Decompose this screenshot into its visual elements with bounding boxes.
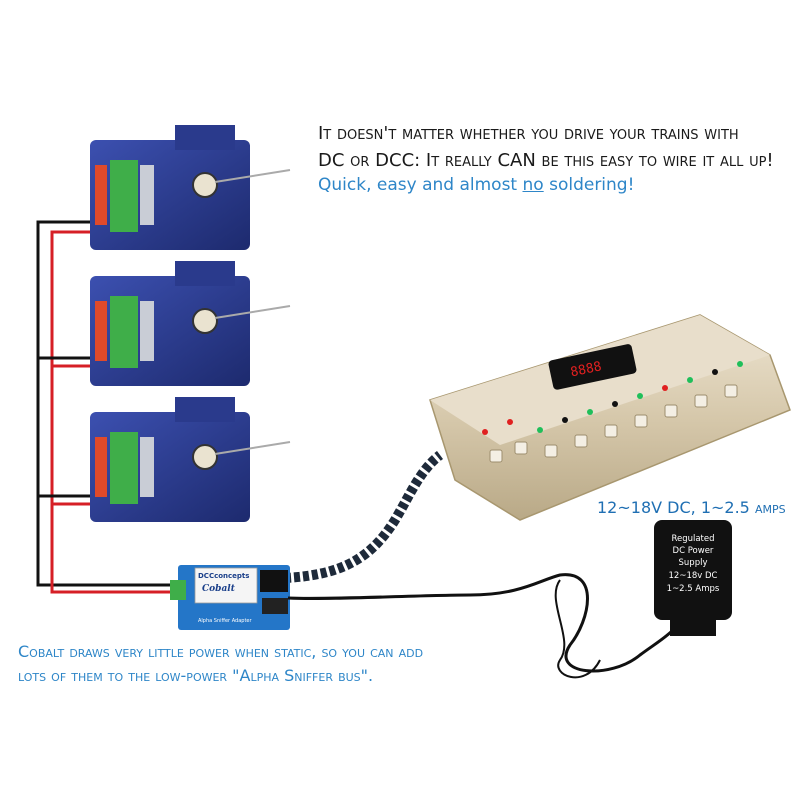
- psu-label-line-2: DC Power: [673, 546, 714, 556]
- controller-led-row: [482, 361, 743, 435]
- cobalt-name: Cobalt: [202, 584, 236, 594]
- controller-display: [548, 344, 637, 390]
- subline: Quick, easy and almost no soldering!: [318, 175, 634, 195]
- headline-line-1: It doesn't matter whether you drive your…: [318, 123, 739, 144]
- psu-spec-caption: 12~18V DC, 1~2.5 amps: [597, 498, 786, 517]
- coiled-cable: [284, 451, 444, 583]
- headline: It doesn't matter whether you drive your…: [318, 120, 788, 174]
- subline-before: Quick, easy and almost: [318, 175, 523, 195]
- headline-line-2: DC or DCC: It really CAN be this easy to…: [318, 150, 774, 171]
- psu-label-line-1: Regulated: [671, 534, 714, 544]
- controller-buttons: [489, 384, 738, 463]
- cobalt-subtitle: Alpha Sniffer Adapter: [198, 618, 252, 624]
- cobalt-dc-socket: [262, 598, 288, 614]
- subline-emphasis: no: [522, 175, 544, 195]
- cobalt-rj-socket: [260, 570, 288, 592]
- footer-line-2: lots of them to the low-power "Alpha Sni…: [18, 666, 374, 685]
- cobalt-board: DCCconcepts Cobalt Alpha Sniffer Adapter: [170, 565, 290, 630]
- point-motor-2: [90, 261, 291, 386]
- psu-label-line-3: Supply: [679, 558, 708, 568]
- dcc-controller: 8888: [429, 314, 791, 521]
- footer-caption: Cobalt draws very little power when stat…: [18, 640, 498, 688]
- psu-label-line-4: 12~18v DC: [669, 571, 718, 581]
- power-supply: Regulated DC Power Supply 12~18v DC 1~2.…: [654, 520, 732, 636]
- point-motor-3: [90, 397, 291, 522]
- svg-text:8888: 8888: [569, 359, 603, 380]
- point-motor-1: [90, 125, 291, 250]
- bus-wires: [36, 220, 180, 594]
- footer-line-1: Cobalt draws very little power when stat…: [18, 642, 424, 661]
- cobalt-brand: DCCconcepts: [198, 572, 249, 580]
- power-cable: [287, 573, 682, 679]
- cobalt-terminal-block: [170, 580, 186, 600]
- subline-after: soldering!: [543, 175, 635, 195]
- psu-label-line-5: 1~2.5 Amps: [667, 584, 720, 594]
